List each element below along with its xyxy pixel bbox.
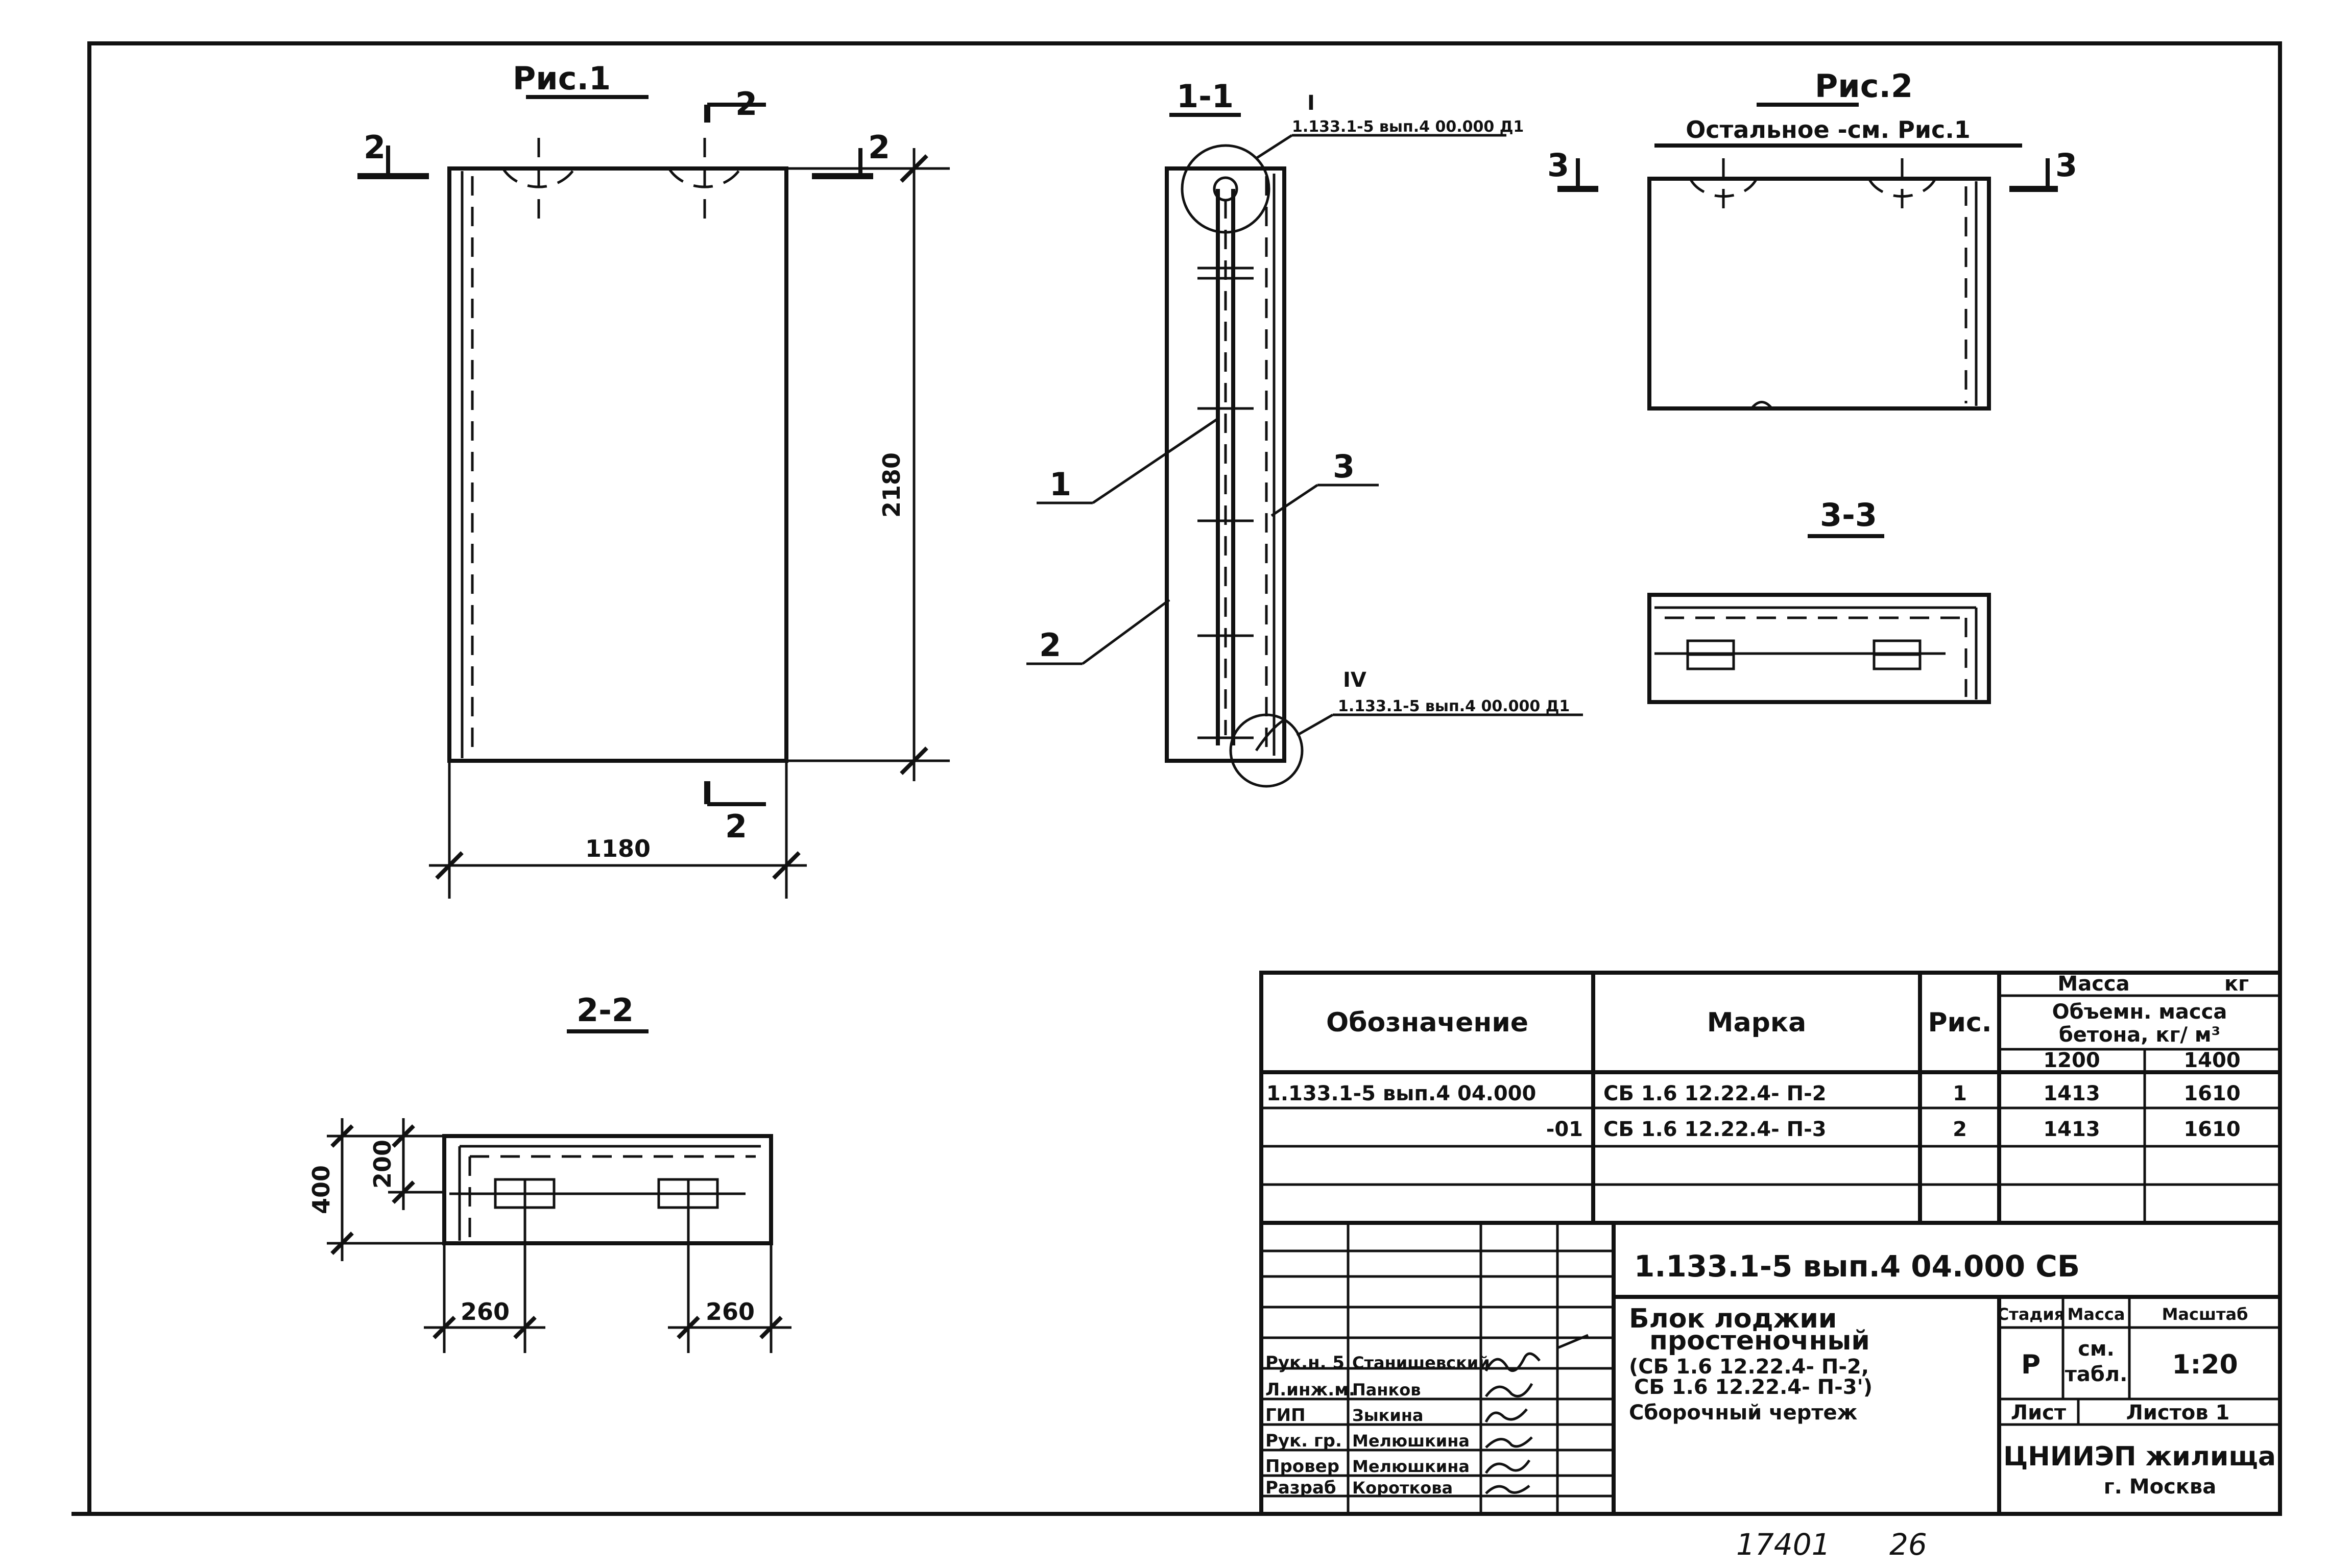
section-2-2: 2-2 400 200 260 260	[307, 992, 791, 1353]
specification-table: Обозначение Марка Рис. Масса кг Объемн. …	[1259, 971, 2282, 1225]
node-I-reference: 1.133.1-5 вып.4 00.000 Д1	[1292, 118, 1524, 136]
signature-4	[1485, 1436, 1533, 1449]
spec-row-2-mass-1400: 1610	[2183, 1118, 2240, 1141]
fig2-panel-outline	[1647, 177, 1991, 411]
title-role-2: Л.инж.м.	[1265, 1380, 1355, 1400]
position-1-label: 1	[1049, 466, 1071, 503]
spec-row-1-designation: 1.133.1-5 вып.4 04.000	[1266, 1082, 1536, 1105]
spec-header-designation: Обозначение	[1326, 1007, 1528, 1038]
title-scale-value: 1:20	[2172, 1349, 2238, 1380]
fig2-cut-mark-left: 3	[1547, 147, 1569, 184]
title-block: Рук.н. 5 Л.инж.м. ГИП Рук. гр. Провер Ра…	[1259, 1221, 2282, 1516]
title-name-2: Панков	[1352, 1380, 1421, 1400]
section-1-1-outline	[1165, 166, 1286, 763]
title-name-1: Станишевский	[1352, 1353, 1490, 1372]
fig1-width-dimension: 1180	[585, 835, 651, 862]
spec-header-density-2: бетона, кг/ м³	[2059, 1023, 2220, 1047]
node-IV-circle	[1229, 713, 1304, 788]
figure-1: Рис.1 2 2 2 2 2180 11	[357, 60, 950, 899]
page-number: 26	[1889, 1527, 1927, 1562]
spec-row-1-mass-1200: 1413	[2043, 1082, 2100, 1105]
spec-row-2-fig: 2	[1953, 1118, 1967, 1141]
spec-header-mark: Марка	[1707, 1007, 1806, 1038]
title-mass-value-2: табл.	[2065, 1363, 2128, 1386]
signature-3	[1484, 1408, 1528, 1423]
title-name-line-2: простеночный	[1649, 1325, 1870, 1356]
fig2-note: Остальное -см. Рис.1	[1686, 116, 1971, 143]
section-2-2-dim-400: 400	[307, 1165, 335, 1214]
node-IV-reference: 1.133.1-5 вып.4 00.000 Д1	[1338, 697, 1570, 715]
title-name-5: Мелюшкина	[1352, 1457, 1470, 1476]
title-sheets-label: Листов 1	[2126, 1401, 2230, 1425]
title-name-line-4: СБ 1.6 12.22.4- П-3')	[1634, 1376, 1873, 1399]
spec-header-mass-unit: кг	[2224, 972, 2249, 996]
title-stage-label: Стадия	[1997, 1305, 2065, 1324]
title-stage-value: Р	[2021, 1349, 2041, 1380]
title-scale-label: Масштаб	[2162, 1305, 2248, 1324]
node-I-circle	[1181, 144, 1270, 234]
section-2-2-dim-260-right: 260	[706, 1298, 755, 1325]
title-organization-line-2: г. Москва	[2104, 1475, 2216, 1499]
section-1-1-title: 1-1	[1177, 78, 1234, 115]
fig1-height-dimension: 2180	[878, 452, 905, 518]
spec-header-density-1: Объемн. масса	[2052, 1000, 2227, 1024]
title-name-line-3: (СБ 1.6 12.22.4- П-2,	[1629, 1355, 1869, 1379]
node-I-label: I	[1307, 91, 1315, 115]
section-2-2-dim-200: 200	[369, 1140, 396, 1189]
section-3-3: 3-3	[1647, 496, 1991, 704]
spec-density-1400: 1400	[2183, 1049, 2240, 1072]
signature-2	[1484, 1383, 1533, 1397]
spec-density-1200: 1200	[2043, 1049, 2100, 1072]
title-role-5: Провер	[1265, 1456, 1339, 1477]
title-sheet-label: Лист	[2011, 1401, 2067, 1425]
title-name-line-5: Сборочный чертеж	[1629, 1401, 1858, 1425]
spec-row-1-mass-1400: 1610	[2183, 1082, 2240, 1105]
title-role-4: Рук. гр.	[1265, 1431, 1342, 1451]
title-mass-value-1: см.	[2078, 1337, 2115, 1361]
title-doc-code: 1.133.1-5 вып.4 04.000 СБ	[1634, 1249, 2080, 1284]
node-IV-label: IV	[1343, 668, 1366, 692]
fig2-title: Рис.2	[1815, 67, 1913, 105]
spec-row-1-mark: СБ 1.6 12.22.4- П-2	[1603, 1082, 1827, 1105]
inventory-number: 17401	[1736, 1527, 1831, 1562]
sheet-frame	[87, 41, 2282, 1516]
section-2-2-title: 2-2	[577, 992, 634, 1029]
title-role-1: Рук.н. 5	[1265, 1353, 1345, 1373]
section-3-3-title: 3-3	[1820, 496, 1877, 534]
figure-2: Рис.2 Остальное -см. Рис.1 3 3	[1547, 67, 2077, 411]
title-name-6: Короткова	[1352, 1478, 1453, 1498]
fig1-title: Рис.1	[513, 60, 611, 97]
spec-header-mass: Масса	[2057, 972, 2129, 996]
title-name-3: Зыкина	[1352, 1406, 1424, 1425]
title-name-4: Мелюшкина	[1352, 1431, 1470, 1451]
position-3-label: 3	[1333, 448, 1355, 485]
signature-5	[1484, 1459, 1531, 1474]
fig1-cut-mark-top: 2	[735, 85, 757, 123]
section-2-2-outline	[442, 1134, 773, 1245]
fig2-cut-mark-right: 3	[2055, 147, 2077, 184]
fig1-panel-outline	[447, 166, 788, 763]
title-name-line-1: Блок лоджии	[1629, 1304, 1837, 1334]
fig1-cut-mark-bottom: 2	[725, 808, 747, 845]
spec-row-2-designation: -01	[1546, 1118, 1583, 1141]
title-role-6: Разраб	[1265, 1478, 1336, 1498]
spec-row-1-fig: 1	[1953, 1082, 1967, 1105]
title-mass-label: Масса	[2068, 1305, 2125, 1324]
title-role-3: ГИП	[1265, 1405, 1306, 1426]
section-2-2-dim-260-left: 260	[461, 1298, 510, 1325]
fig1-cut-mark-left: 2	[364, 129, 386, 166]
section-1-1: 1-1 I 1.133.1-5 вып.4 00.000 Д1 IV 1.133…	[1026, 78, 1583, 788]
spec-row-2-mark: СБ 1.6 12.22.4- П-3	[1603, 1118, 1827, 1141]
position-2-label: 2	[1039, 626, 1061, 664]
spec-row-2-mass-1200: 1413	[2043, 1118, 2100, 1141]
spec-header-fig: Рис.	[1928, 1007, 1991, 1038]
fig1-cut-mark-right: 2	[868, 129, 890, 166]
title-organization-line-1: ЦНИИЭП жилища	[2003, 1441, 2276, 1472]
section-3-3-outline	[1647, 593, 1991, 704]
signature-6	[1485, 1485, 1530, 1494]
signature-1	[1484, 1352, 1541, 1372]
